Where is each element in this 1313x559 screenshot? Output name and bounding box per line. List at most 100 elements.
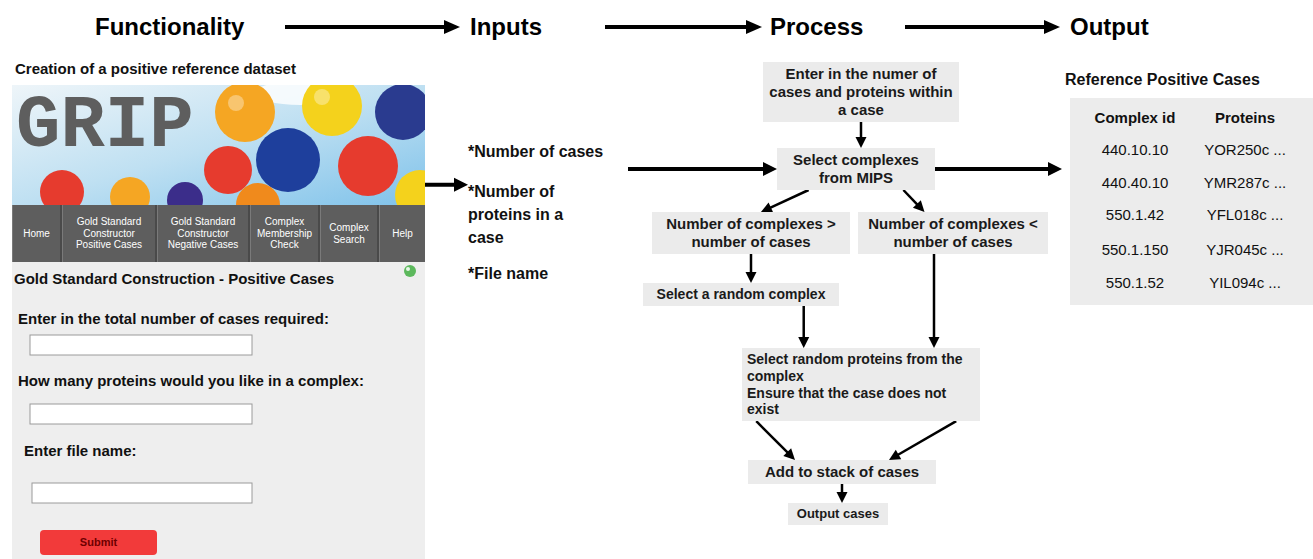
- process-box: Select complexes from MIPS: [777, 148, 935, 190]
- arrowhead: [889, 450, 901, 460]
- arrowhead: [454, 178, 468, 192]
- nav-tab: Complex Membership Check: [250, 205, 318, 262]
- arrowhead: [761, 202, 773, 212]
- balloon: [256, 128, 320, 192]
- process-box: Select a random complex: [643, 283, 839, 306]
- text: YFL018c ...: [1190, 206, 1300, 224]
- arrowhead: [763, 162, 777, 176]
- text: YJR045c ...: [1190, 241, 1300, 259]
- connector: [756, 421, 795, 460]
- arrowhead: [837, 492, 848, 503]
- connector: [935, 162, 1062, 176]
- connector-line: [841, 484, 844, 493]
- text: GRIP: [16, 89, 216, 163]
- text: Enter file name:: [24, 442, 419, 460]
- banner: GRIP: [12, 85, 425, 205]
- connector: [425, 178, 468, 192]
- text: Complex id: [1080, 109, 1190, 127]
- box-text: Complex Membership Check: [254, 216, 315, 251]
- balloon: [167, 182, 203, 205]
- header-arrowhead: [746, 20, 762, 34]
- text: *Number of cases: [468, 140, 628, 163]
- column-heading: Functionality: [95, 12, 244, 42]
- balloon: [338, 136, 398, 196]
- box-text: Select complexes from MIPS: [782, 151, 930, 187]
- box-text: Home: [16, 228, 57, 240]
- text: *Number of proteins in a case: [468, 180, 593, 250]
- box-text: Complex Search: [324, 222, 374, 245]
- text: Creation of a positive reference dataset: [15, 60, 420, 78]
- text: YMR287c ...: [1190, 174, 1300, 192]
- box-text: Gold Standard Constructor Negative Cases: [161, 216, 245, 251]
- balloon: [236, 183, 280, 205]
- column-heading: Process: [770, 12, 863, 42]
- text: Proteins: [1190, 109, 1300, 127]
- nav-tab: Help: [379, 205, 425, 262]
- text: 440.10.10: [1080, 141, 1190, 159]
- box-text: Submit: [44, 536, 153, 549]
- balloon: [375, 85, 425, 140]
- text: *File name: [468, 262, 628, 285]
- text: 550.1.42: [1080, 206, 1190, 224]
- form-panel: [12, 262, 425, 559]
- nav-tab: Gold Standard Constructor Positive Cases: [62, 205, 155, 262]
- box-text: Select a random complex: [648, 286, 834, 303]
- connector: [889, 421, 956, 460]
- connector: [761, 190, 809, 212]
- text: YIL094c ...: [1190, 274, 1300, 292]
- table-panel: [1070, 98, 1313, 305]
- nav-bar: [12, 205, 425, 262]
- header-arrowhead: [1044, 20, 1060, 34]
- connector-line: [860, 122, 863, 138]
- text: 550.1.52: [1080, 274, 1190, 292]
- web-page-screenshot: Creation of a positive reference dataset…: [12, 58, 425, 559]
- text: Enter in the total number of cases requi…: [18, 310, 423, 328]
- box-text: Number of complexes < number of cases: [863, 215, 1043, 251]
- process-box: Enter in the numer of cases and proteins…: [763, 62, 959, 122]
- balloon-shine: [314, 89, 330, 105]
- connector: [628, 162, 777, 176]
- process-box: Output cases: [788, 503, 888, 525]
- header-arrow: [285, 25, 445, 29]
- text: How many proteins would you like in a co…: [18, 372, 423, 390]
- connector-line: [756, 421, 788, 453]
- header-arrow: [905, 25, 1045, 29]
- connector-line: [802, 306, 805, 338]
- header-arrow: [605, 25, 747, 29]
- connector-line: [898, 421, 957, 455]
- column-heading: Output: [1070, 12, 1149, 42]
- connector-line: [933, 254, 936, 338]
- text: 550.1.150: [1080, 241, 1190, 259]
- help-icon-shine: [406, 267, 410, 271]
- nav-tab: Gold Standard Constructor Negative Cases: [157, 205, 248, 262]
- arrowhead: [929, 337, 940, 348]
- box-text: Enter in the numer of cases and proteins…: [768, 65, 954, 119]
- nav-tab: Home: [12, 205, 60, 262]
- balloon-shine: [228, 95, 244, 111]
- connector-line: [903, 190, 917, 205]
- text: YOR250c ...: [1190, 141, 1300, 159]
- connector-line: [750, 254, 753, 273]
- input-list: *Number of cases *Number of proteins in a…: [468, 140, 628, 290]
- connector-line: [628, 167, 764, 171]
- text: Reference Positive Cases: [1065, 70, 1310, 89]
- decision-box: Number of complexes > number of cases: [652, 212, 850, 254]
- box-text: Help: [383, 228, 422, 240]
- balloon: [204, 146, 252, 194]
- balloon: [40, 170, 84, 205]
- connector: [746, 254, 757, 283]
- balloon: [395, 170, 425, 205]
- help-icon: [404, 265, 416, 277]
- output-table: Reference Positive CasesComplex idProtei…: [1062, 68, 1313, 305]
- text: Gold Standard Construction - Positive Ca…: [14, 270, 404, 288]
- balloon: [302, 85, 362, 136]
- connector: [837, 484, 848, 503]
- connector: [903, 190, 924, 212]
- box-text: Number of complexes > number of cases: [657, 215, 845, 251]
- box-text: Add to stack of cases: [753, 463, 931, 481]
- connector-line: [770, 190, 809, 208]
- nav-tab: Complex Search: [320, 205, 377, 262]
- connector-line: [935, 167, 1049, 171]
- connector: [798, 306, 809, 348]
